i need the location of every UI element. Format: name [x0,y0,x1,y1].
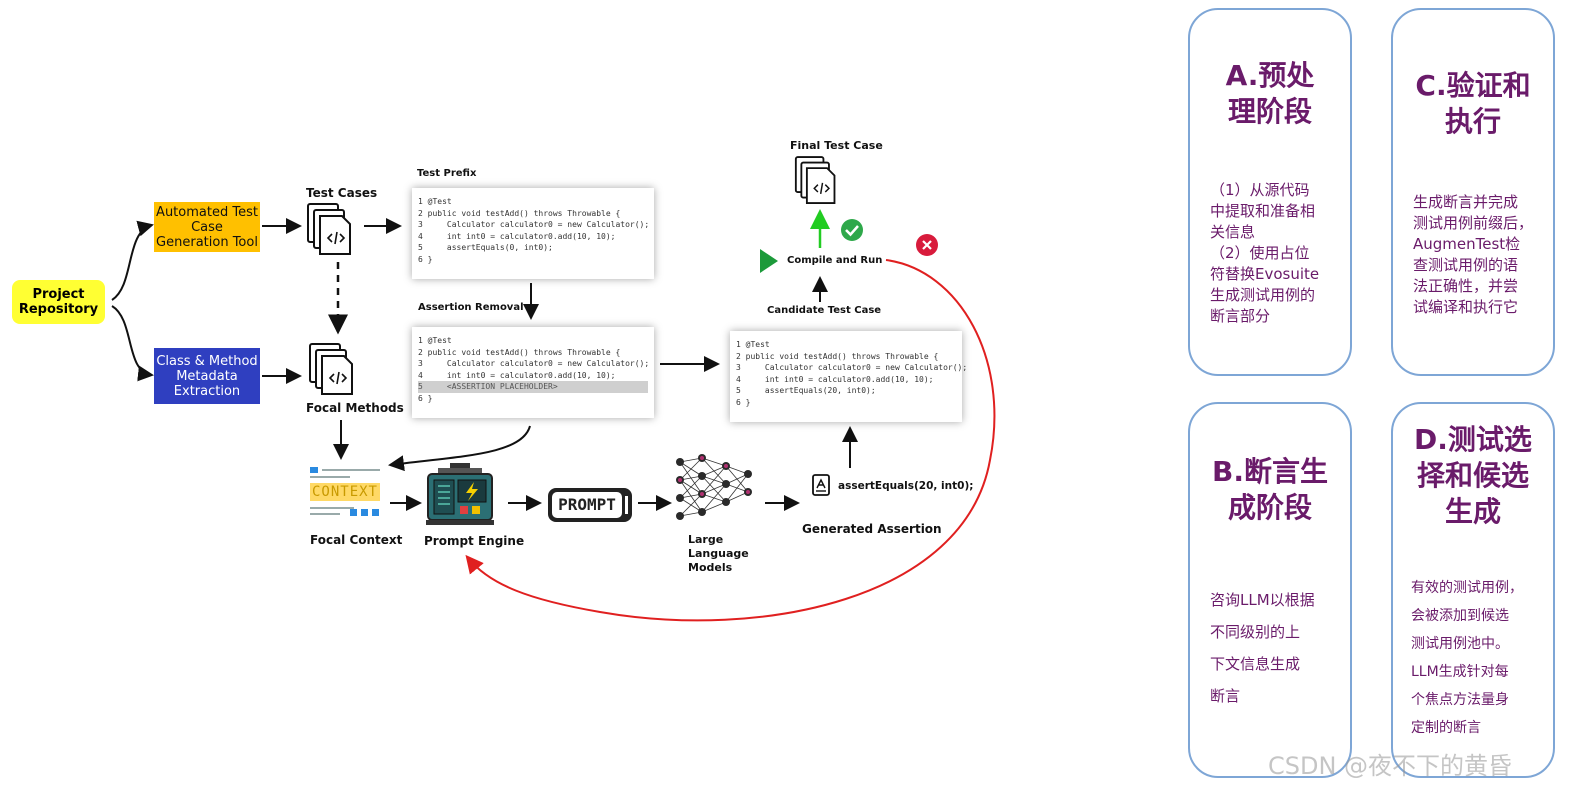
document-icon [812,474,830,496]
play-icon [760,249,778,273]
code-line: 5 assertEquals(0, int0); [418,243,553,252]
panel-b-title: B.断言生 成阶段 [1212,455,1328,524]
metadata-extraction-node: Class & Method Metadata Extraction [154,348,260,404]
panel-d-body: 有效的测试用例， 会被添加到候选 测试用例池中。 LLM生成针对每 个焦点方法量… [1411,580,1523,736]
prompt-word: PROMPT [552,492,622,518]
code-line: 6 } [418,393,433,403]
final-test-case-file-icon [794,156,836,204]
code-line: 2 public void testAdd() throws Throwable… [418,347,621,357]
assertion-removal-label: Assertion Removal [418,302,524,313]
prompt-engine-label: Prompt Engine [424,534,525,548]
code-line: 4 int int0 = calculator0.add(10, 10); [418,231,616,241]
candidate-test-case-label: Candidate Test Case [767,305,882,316]
code-line: 2 public void testAdd() throws Throwable… [418,208,621,218]
code-line: 4 int int0 = calculator0.add(10, 10); [418,370,616,380]
panel-c-body: 生成断言并完成 测试用例前缀后， AugmenTest检 查测试用例的语 法正确… [1413,193,1534,316]
prompt-engine-icon [426,463,494,525]
focal-context-label: Focal Context [310,533,403,547]
code-line: 6 } [418,254,433,264]
context-icon: CONTEXT [310,465,386,521]
project-repository-node: Project Repository [12,280,105,324]
code-line: 6 } [736,397,751,407]
assertion-placeholder: 5 <ASSERTION PLACEHOLDER> [418,381,648,393]
panel-a-title: A.预处 理阶段 [1225,59,1315,128]
code-line: 1 @Test [418,197,452,206]
check-icon [841,219,863,241]
test-cases-file-icon [307,203,351,255]
panel-a-body: （1）从源代码 中提取和准备相 关信息 （2）使用占位 符替换Evosuite … [1210,181,1320,325]
code-line: 3 Calculator calculator0 = new Calculato… [736,363,968,372]
test-cases-label: Test Cases [306,186,378,200]
focal-methods-file-icon [309,343,353,395]
diagram-connectors [111,209,996,622]
code-line: 1 @Test [736,340,770,349]
code-line: 2 public void testAdd() throws Throwable… [736,351,939,361]
panel-c-title: C.验证和 执行 [1415,69,1531,138]
code-line: 5 assertEquals(20, int0); [736,386,876,395]
test-prefix-code: 1 @Test 2 public void testAdd() throws T… [412,188,654,279]
panel-a: A.预处 理阶段 （1）从源代码 中提取和准备相 关信息 （2）使用占位 符替换… [1188,8,1352,376]
panel-d: D.测试选 择和候选 生成 有效的测试用例， 会被添加到候选 测试用例池中。 L… [1391,402,1555,778]
automated-tool-node: Automated Test Case Generation Tool [154,202,260,252]
panel-d-title: D.测试选 择和候选 生成 [1414,423,1532,528]
code-line: 3 Calculator calculator0 = new Calculato… [418,359,650,368]
prompt-icon: PROMPT [548,488,632,522]
generated-assertion-label: Generated Assertion [802,522,942,536]
panel-b-body: 咨询LLM以根据 不同级别的上 下文信息生成 断言 [1210,591,1315,705]
test-prefix-label: Test Prefix [417,168,477,179]
focal-methods-label: Focal Methods [306,401,404,415]
compile-and-run-label: Compile and Run [787,255,883,266]
candidate-test-case-code: 1 @Test 2 public void testAdd() throws T… [730,331,968,422]
code-line: 1 @Test [418,336,452,345]
panel-c: C.验证和 执行 生成断言并完成 测试用例前缀后， AugmenTest检 查测… [1391,8,1555,376]
watermark: CSDN @夜不下的黄昏 [1268,752,1513,780]
llm-label: Large Language Models [688,533,749,574]
cross-icon [916,234,938,256]
code-line: 4 int int0 = calculator0.add(10, 10); [736,374,934,384]
generated-assertion-code: assertEquals(20, int0); [838,480,974,492]
panel-b: B.断言生 成阶段 咨询LLM以根据 不同级别的上 下文信息生成 断言 [1188,402,1352,778]
neural-network-icon [676,454,752,520]
code-line: 3 Calculator calculator0 = new Calculato… [418,220,650,229]
final-test-case-label: Final Test Case [790,139,883,152]
assertion-removal-code: 1 @Test 2 public void testAdd() throws T… [412,327,654,418]
context-word: CONTEXT [310,483,380,501]
